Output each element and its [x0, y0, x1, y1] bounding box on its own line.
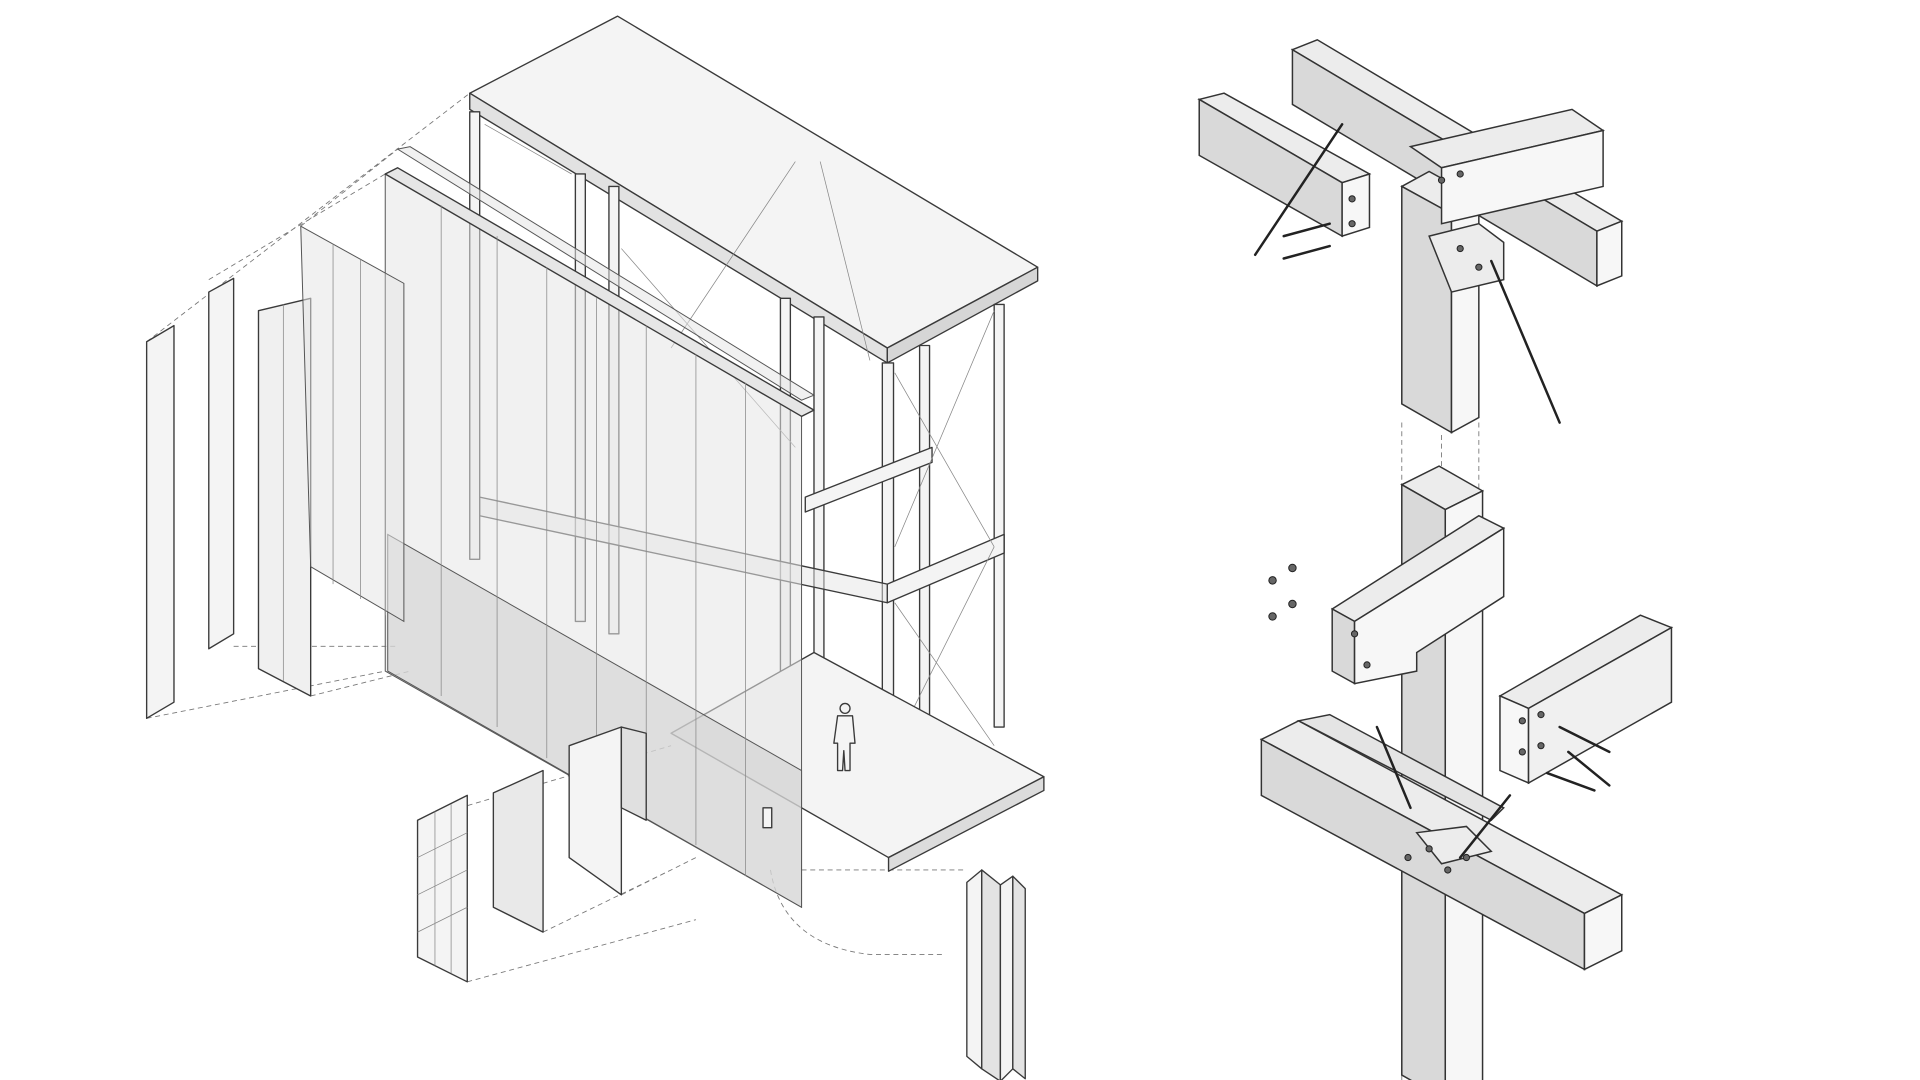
facade-frame-rear [396, 146, 816, 401]
facade-lower-panels [387, 533, 803, 909]
facade-top-beam [384, 167, 815, 418]
person-scale-figure [833, 702, 856, 772]
top-beam-column-joint [1197, 38, 1624, 434]
exploded-door-panels [416, 726, 647, 983]
bottom-beam-column-joint [1259, 465, 1674, 1080]
door-handle-plate [762, 807, 773, 829]
floor-slab-edge [887, 776, 1045, 872]
pavilion-exploded-axonometric [145, 15, 1045, 1080]
roof-slab-edge-side [886, 266, 1039, 364]
folded-panel-detail [966, 869, 1026, 1080]
exploded-wall-panels [145, 225, 405, 720]
timber-joint-details [1197, 38, 1674, 1080]
